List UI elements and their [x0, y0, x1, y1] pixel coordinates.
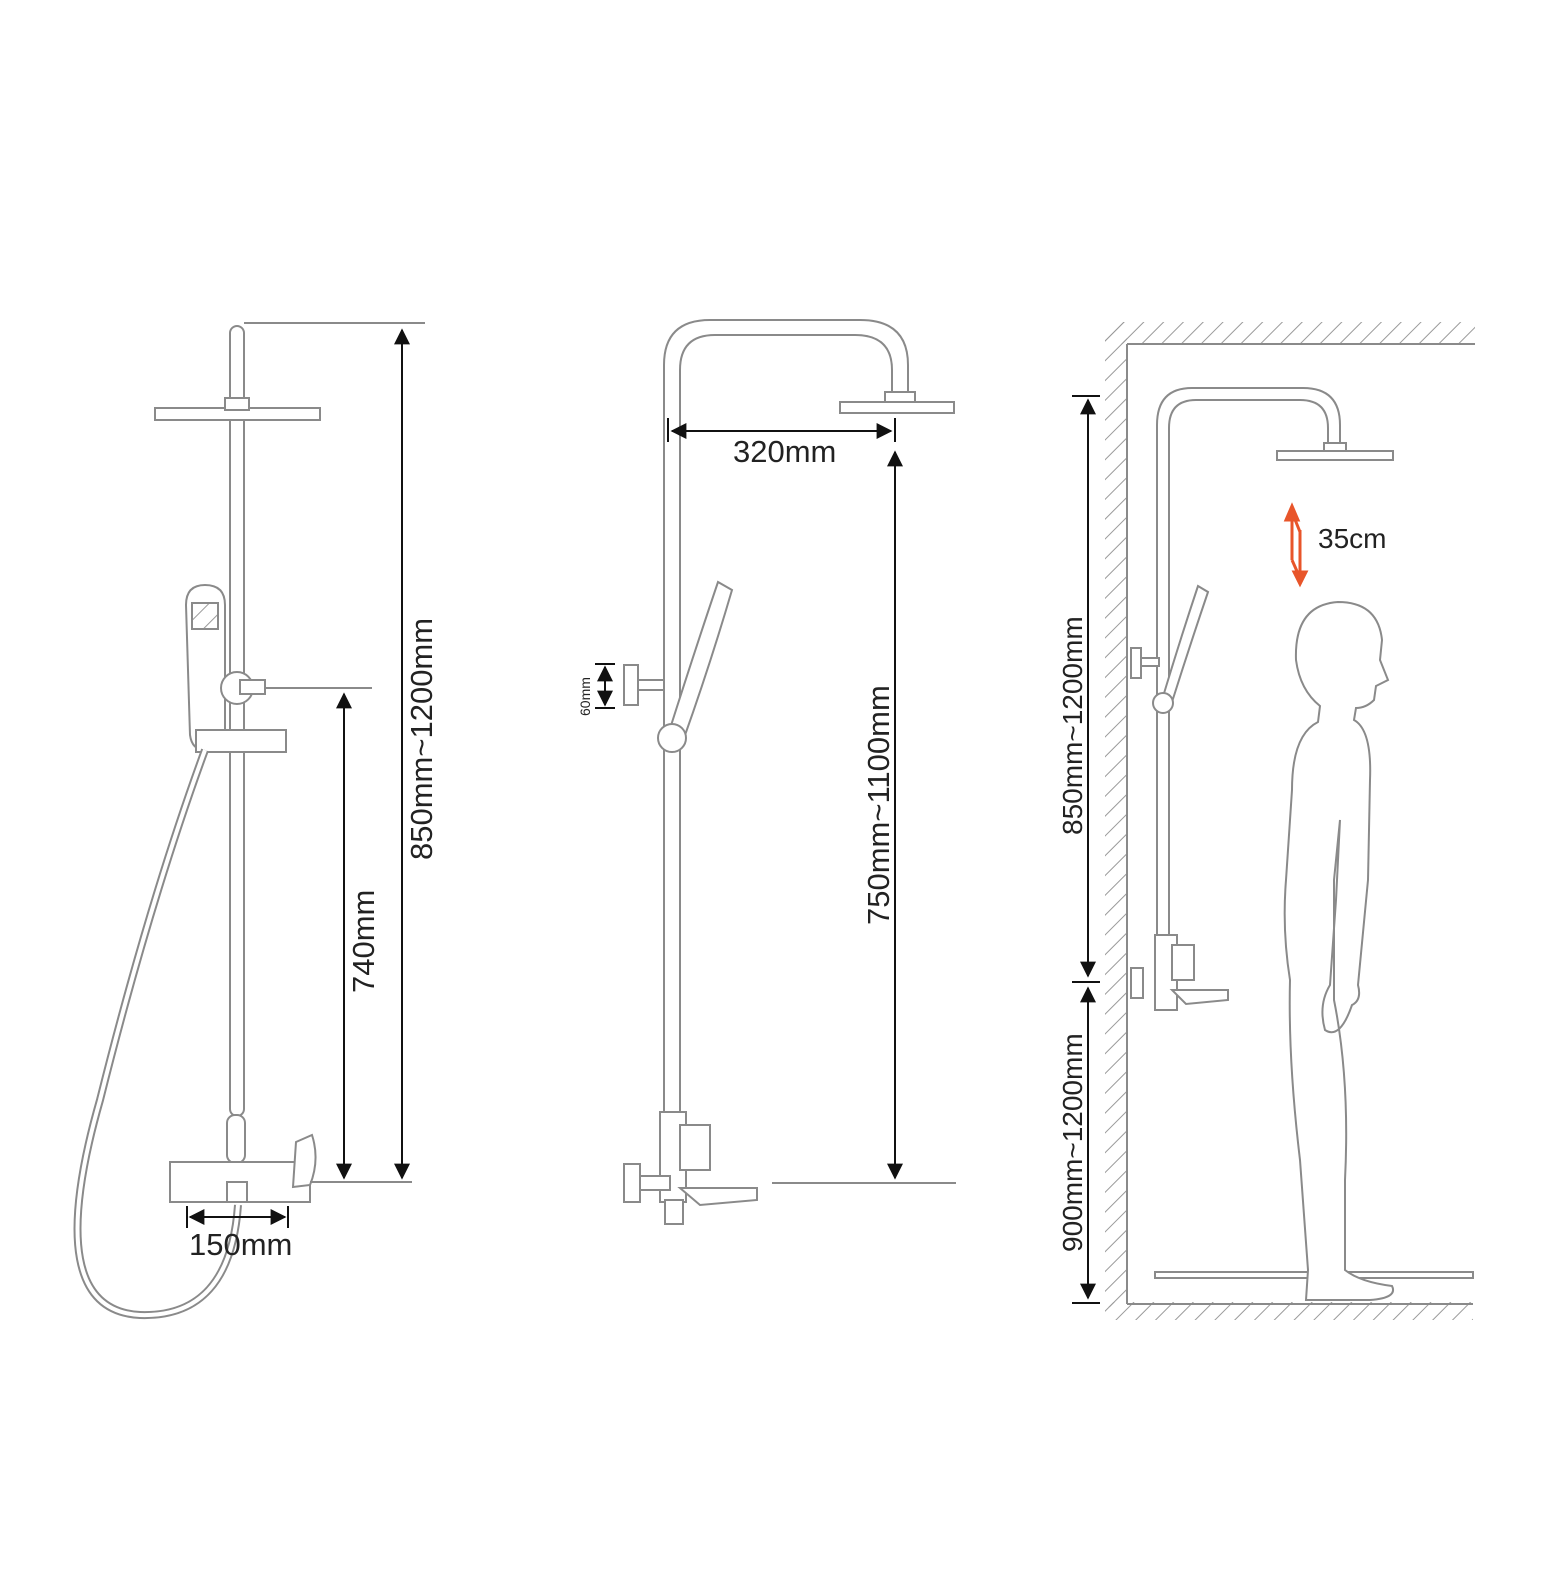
mixer-outlet — [226, 1181, 248, 1203]
hand-shower — [666, 580, 734, 740]
shower-head — [839, 401, 955, 414]
bath-spout — [1169, 989, 1229, 1006]
mixer-wall-plate — [623, 1163, 641, 1203]
slide-holder — [1152, 692, 1174, 714]
shower-arm-outer — [1156, 387, 1341, 940]
shower-arm-inner — [1168, 399, 1329, 940]
bracket-arm — [637, 679, 665, 691]
middle-view-dimensions — [595, 418, 956, 1184]
wall-bracket — [1130, 647, 1142, 679]
column-height-label: 850mm~1200mm — [1057, 616, 1088, 835]
holder-height-label: 60mm — [577, 677, 593, 716]
shower-arm-inner — [679, 334, 893, 1115]
adjust-arrows-icon — [1283, 502, 1309, 588]
left-view-front — [73, 325, 321, 1320]
mixer-width-label: 150mm — [189, 1227, 292, 1262]
mixer-lever — [291, 1133, 317, 1189]
wall-bracket — [623, 664, 639, 706]
right-view-dimensions — [1072, 395, 1100, 1304]
floor-hatch — [1105, 1302, 1473, 1320]
mixer-height-label: 740mm — [346, 890, 381, 993]
left-view-dimensions — [186, 322, 425, 1228]
holder-bracket — [239, 679, 266, 695]
bracket-arm — [1140, 657, 1160, 667]
mixer-connector — [639, 1175, 671, 1191]
arm-reach-label: 320mm — [733, 434, 836, 469]
slide-holder — [657, 723, 687, 753]
mixer-neck — [226, 1114, 246, 1164]
shower-column — [229, 325, 245, 1117]
bath-spout — [677, 1187, 758, 1207]
mixer-handle — [1171, 944, 1195, 981]
shower-arm-outer — [663, 319, 909, 1115]
head-clearance-label: 35cm — [1318, 523, 1386, 554]
head-connector — [224, 397, 250, 411]
install-height-label: 900mm~1200mm — [1057, 1033, 1088, 1252]
person-silhouette — [1283, 600, 1394, 1301]
mixer-outlet — [664, 1199, 684, 1225]
total-height-label: 850mm~1200mm — [404, 618, 439, 860]
shower-head — [1276, 450, 1394, 461]
shower-hose-inner — [75, 749, 240, 1318]
mixer-wall-plate — [1130, 967, 1144, 999]
slide-bar-holder — [195, 729, 287, 753]
mixer-handle — [679, 1124, 711, 1171]
hand-shower — [1160, 584, 1210, 704]
right-view-installation — [1105, 322, 1475, 1320]
wall-hatch — [1105, 322, 1127, 1307]
column-height-label: 750mm~1100mm — [861, 685, 896, 925]
ceiling-hatch — [1105, 322, 1475, 344]
hand-shower-nozzle — [191, 602, 219, 630]
middle-view-side — [623, 319, 955, 1225]
